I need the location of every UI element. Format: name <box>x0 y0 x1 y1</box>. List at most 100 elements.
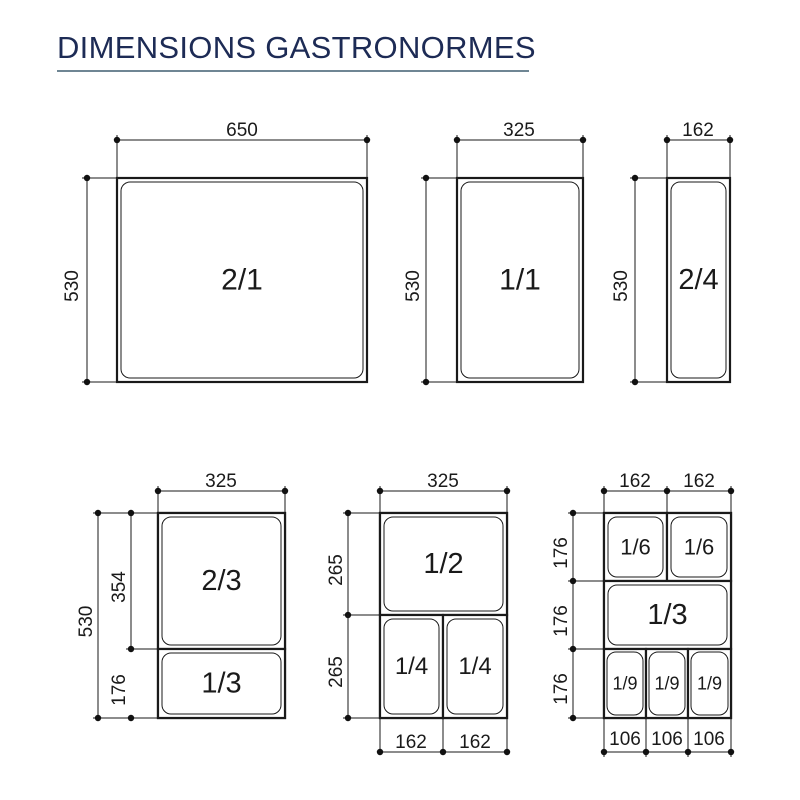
dim-height-176-top: 176 <box>551 537 572 569</box>
pan-2-3-basin <box>161 516 282 646</box>
pan-2-1-basin <box>120 181 364 379</box>
dim-height-265-top-dot-top <box>344 509 352 517</box>
dim-top-width-162-left: 162 <box>619 471 651 492</box>
pan-1-4-right-rim <box>441 613 509 720</box>
pan-1-1-basin <box>460 181 580 379</box>
dim-height-354-dot-top <box>127 509 135 517</box>
pan-1-4-left-basin <box>383 618 440 715</box>
pan-2-1-label: 2/1 <box>221 264 263 297</box>
dim-height-530-dot-bottom <box>83 378 91 386</box>
dim-bottom-width-106-mid: 106 <box>651 729 683 750</box>
pan-1-4-right-label: 1/4 <box>458 653 491 680</box>
dim-bottom-dot-right <box>503 748 511 756</box>
pan-1-4-right-basin <box>446 618 504 715</box>
dim-height-354-dot-bottom <box>127 645 135 653</box>
dim-height-530-dot-top <box>422 174 430 182</box>
dim-height-530-dot-bottom <box>94 714 102 722</box>
page-title: DIMENSIONS GASTRONORMES <box>57 30 536 65</box>
pan-2-4-label: 2/4 <box>678 264 718 296</box>
dim-height-530-label: 530 <box>611 270 632 302</box>
dim-height-176-dot-bottom <box>127 714 135 722</box>
diagram-gn-1-1: 1/1 325 530 <box>403 120 587 386</box>
diagram-gn-combo: 1/6 1/6 1/3 1/9 1/9 1/9 162 162 176 176 176 106 106 1… <box>551 471 735 757</box>
pan-2-4-basin <box>670 181 727 379</box>
dim-height-176-label: 176 <box>109 674 130 706</box>
pan-1-6-left-basin <box>607 516 664 578</box>
pan-1-9-mid-basin <box>648 651 686 716</box>
dim-top-width-162-right: 162 <box>683 471 715 492</box>
pan-1-3-rim <box>156 647 287 720</box>
pan-1-9-mid-label: 1/9 <box>654 674 679 694</box>
dim-side-dot-2 <box>569 645 577 653</box>
pan-1-6-right-rim <box>665 511 733 583</box>
pan-1-3-label: 1/3 <box>647 599 687 631</box>
dim-height-176-mid: 176 <box>551 605 572 637</box>
pan-1-1-label: 1/1 <box>499 264 541 297</box>
pan-1-3-label: 1/3 <box>201 668 241 700</box>
dim-width-325-label: 325 <box>427 471 459 492</box>
dim-height-530-label: 530 <box>403 270 424 302</box>
dim-width-325-dot-left <box>376 487 384 495</box>
dim-width-162-dot-right <box>726 136 734 144</box>
dim-height-530-dot-top <box>94 509 102 517</box>
dim-bottom-dot-2 <box>684 748 692 756</box>
pan-1-9-right-label: 1/9 <box>697 674 722 694</box>
pan-1-6-right-basin <box>670 516 728 578</box>
pan-1-2-label: 1/2 <box>423 548 463 580</box>
dim-height-176-bottom: 176 <box>551 673 572 705</box>
dim-width-325-dot-left <box>453 136 461 144</box>
dim-bottom-dot-0 <box>600 748 608 756</box>
diagram-gn-2-4: 2/4 162 530 <box>611 120 734 386</box>
dim-width-650-dot-right <box>363 136 371 144</box>
dim-bottom-dot-left <box>376 748 384 756</box>
dim-bottom-dot-mid <box>439 748 447 756</box>
dim-width-325-dot-right <box>281 487 289 495</box>
dim-bottom-width-106-left: 106 <box>609 729 641 750</box>
dim-bottom-dot-1 <box>642 748 650 756</box>
pan-1-9-left-label: 1/9 <box>612 674 637 694</box>
pan-1-4-left-rim <box>378 613 445 720</box>
pan-1-9-right-basin <box>690 651 729 716</box>
pan-1-6-left-rim <box>602 511 669 583</box>
dim-width-162-dot-left <box>663 136 671 144</box>
dim-height-530-dot-top <box>83 174 91 182</box>
dim-width-650-label: 650 <box>226 120 258 141</box>
pan-1-3-basin <box>161 652 282 715</box>
pan-1-3-rim <box>602 579 733 651</box>
dim-bottom-dot-3 <box>727 748 735 756</box>
pan-1-4-left-label: 1/4 <box>395 653 428 680</box>
pan-1-9-left-basin <box>606 651 644 716</box>
dim-height-530-dot-top <box>631 174 639 182</box>
dim-side-dot-3 <box>569 714 577 722</box>
pan-1-2-basin <box>383 516 504 612</box>
dim-bottom-width-162-left: 162 <box>395 732 427 753</box>
dim-width-325-dot-right <box>503 487 511 495</box>
dim-height-530-dot-bottom <box>422 378 430 386</box>
pan-1-1-rim <box>455 176 585 384</box>
dim-side-dot-0 <box>569 509 577 517</box>
dim-width-325-label: 325 <box>205 471 237 492</box>
dim-height-530-dot-bottom <box>631 378 639 386</box>
pan-1-9-right-rim <box>686 647 733 720</box>
dim-height-265-bottom-label: 265 <box>326 656 347 688</box>
dim-top-dot-mid <box>663 487 671 495</box>
pan-1-3-basin <box>607 584 728 646</box>
dim-width-325-dot-left <box>154 487 162 495</box>
pan-1-9-left-rim <box>602 647 648 720</box>
dim-top-dot-right <box>727 487 735 495</box>
dim-width-162-label: 162 <box>682 120 714 141</box>
dim-height-354-label: 354 <box>109 571 130 603</box>
pan-2-1-rim <box>115 176 369 384</box>
title-underline <box>57 70 529 72</box>
dim-width-325-label: 325 <box>503 120 535 141</box>
pan-1-6-left-label: 1/6 <box>620 535 651 560</box>
dim-side-dot-1 <box>569 577 577 585</box>
dim-top-dot-left <box>600 487 608 495</box>
dim-width-650-dot-left <box>113 136 121 144</box>
pan-1-6-right-label: 1/6 <box>684 535 715 560</box>
dim-width-325-dot-right <box>579 136 587 144</box>
dim-bottom-width-106-right: 106 <box>693 729 725 750</box>
